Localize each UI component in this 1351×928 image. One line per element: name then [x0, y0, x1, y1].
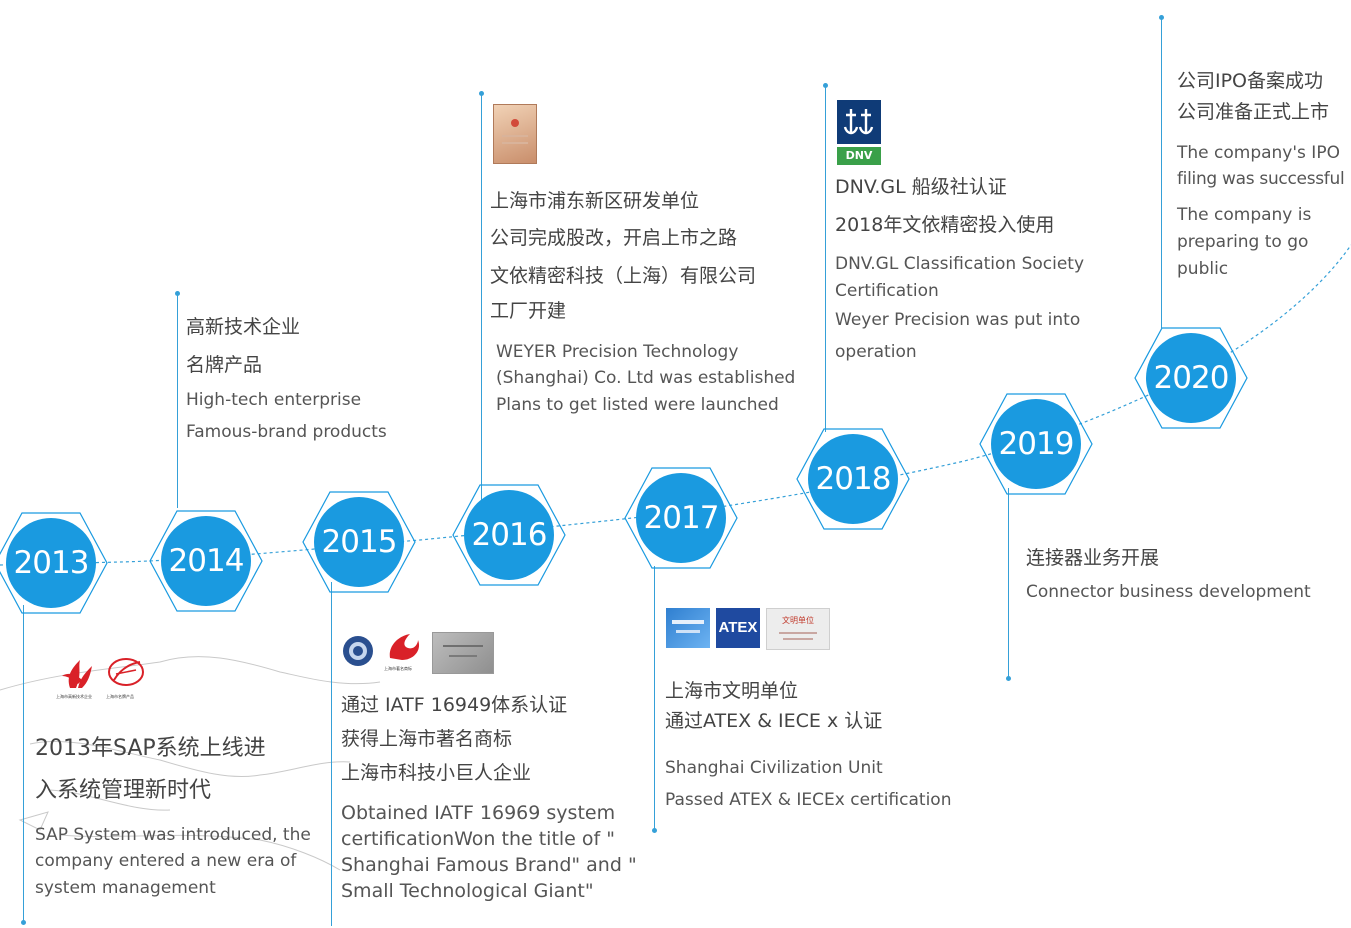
event-en-line: Passed ATEX & IECEx certification [665, 790, 952, 810]
event-en-line: DNV.GL Classification Society [835, 254, 1085, 274]
event-2018-text: DNV.GL 船级社认证 2018年文依精密投入使用 DNV.GL Classi… [835, 172, 1135, 368]
rnd-certificate-image [493, 104, 537, 164]
year-label: 2017 [643, 500, 720, 536]
year-label: 2018 [815, 461, 892, 497]
connector-line-2014 [177, 294, 178, 508]
connector-dot-2014 [175, 291, 180, 296]
event-en-line: Weyer Precision was put into [835, 310, 1081, 330]
connector-line-2020 [1161, 18, 1162, 328]
event-en-line: Small Technological Giant" [341, 880, 594, 902]
event-2017-text: 上海市文明单位 通过ATEX & IECE x 认证 Shanghai Civi… [665, 676, 985, 816]
logo-caption: 上海市名牌产品 [106, 694, 134, 699]
event-en-line: Shanghai Famous Brand" and " [341, 854, 637, 876]
event-en-line: preparing to go [1177, 232, 1309, 252]
event-en-line: Certification [835, 281, 939, 301]
connector-line-2016 [481, 94, 482, 512]
dnv-logo: DNV [837, 100, 881, 166]
event-en-line: SAP System was introduced, the [35, 825, 311, 845]
shanghai-famous-brand-logo: 上海市名牌产品 [106, 654, 148, 702]
year-label: 2016 [471, 517, 548, 553]
connector-dot-2017 [652, 828, 657, 833]
event-cn-line: 上海市浦东新区研发单位 [490, 190, 700, 212]
event-en-line: certificationWon the title of " [341, 828, 616, 850]
event-2020-text: 公司IPO备案成功 公司准备正式上市 The company's IPO fil… [1177, 66, 1351, 283]
giant-enterprise-plaque-image [432, 632, 494, 674]
iecex-logo [666, 608, 710, 648]
connector-line-2013 [23, 605, 24, 923]
connector-line-2019 [1008, 488, 1009, 678]
connector-dot-2018 [823, 83, 828, 88]
year-node-2017[interactable]: 2017 [623, 460, 739, 576]
event-en-line: filing was successful [1177, 169, 1345, 189]
event-2016-text: 上海市浦东新区研发单位 公司完成股改，开启上市之路 文依精密科技（上海）有限公司… [490, 183, 810, 418]
event-cn-line: 公司IPO备案成功 [1177, 70, 1324, 92]
event-cn-line: 2018年文依精密投入使用 [835, 214, 1055, 236]
event-en-line: Famous-brand products [186, 422, 387, 442]
event-cn-line: 2013年SAP系统上线进 [35, 736, 266, 761]
event-cn-line: 获得上海市著名商标 [341, 728, 513, 750]
logo-caption: DNV [837, 147, 881, 165]
event-en-line: (Shanghai) Co. Ltd was established [496, 368, 796, 389]
year-label: 2015 [321, 524, 398, 560]
connector-dot-2016 [479, 91, 484, 96]
logo-caption: ATEX [718, 619, 758, 636]
year-node-2015[interactable]: 2015 [301, 484, 417, 600]
shanghai-famous-trademark-logo: 上海市著名商标 [384, 630, 424, 672]
event-en-line: WEYER Precision Technology [496, 342, 739, 362]
event-en-line: operation [835, 342, 917, 362]
event-en-line: system management [35, 877, 216, 898]
event-cn-line: 名牌产品 [186, 354, 263, 376]
logo-caption: 上海市著名商标 [384, 666, 412, 671]
event-en-line: Obtained IATF 16969 system [341, 802, 616, 824]
event-cn-line: 高新技术企业 [186, 316, 301, 338]
connector-dot-2013 [21, 920, 26, 925]
event-en-line: The company's IPO [1177, 143, 1340, 163]
connector-dot-2019 [1006, 676, 1011, 681]
connector-line-2015 [331, 582, 332, 926]
event-2014-text: 高新技术企业 名牌产品 High-tech enterprise Famous-… [186, 308, 446, 448]
event-en-line: Connector business development [1026, 582, 1311, 602]
year-label: 2013 [13, 545, 90, 581]
civilization-unit-plaque-image: 文明单位 [766, 608, 830, 650]
event-en-line: Shanghai Civilization Unit [665, 758, 883, 778]
year-node-2016[interactable]: 2016 [451, 477, 567, 593]
event-cn-line: 上海市文明单位 [665, 680, 799, 702]
event-cn-line: 公司准备正式上市 [1177, 101, 1330, 123]
event-2019-text: 连接器业务开展 Connector business development [1026, 543, 1346, 605]
event-en-line: High-tech enterprise [186, 390, 362, 410]
year-node-2014[interactable]: 2014 [148, 503, 264, 619]
event-cn-line: 通过ATEX & IECE x 认证 [665, 710, 883, 732]
year-node-2013[interactable]: 2013 [0, 505, 109, 621]
logo-caption: 上海市高新技术企业 [56, 694, 92, 699]
logo-caption: 文明单位 [782, 616, 814, 625]
high-tech-enterprise-logo: 上海市高新技术企业 [56, 654, 98, 702]
atex-logo: ATEX [716, 608, 760, 648]
year-label: 2014 [168, 543, 245, 579]
event-cn-line: 公司完成股改，开启上市之路 [490, 227, 738, 249]
year-label: 2020 [1153, 360, 1230, 396]
event-en-line: company entered a new era of [35, 851, 297, 872]
event-cn-line: 文依精密科技（上海）有限公司 [490, 265, 757, 287]
event-en-line: public [1177, 259, 1229, 279]
year-node-2020[interactable]: 2020 [1133, 320, 1249, 436]
event-en-line: The company is [1177, 205, 1312, 225]
decorative-map-outline [0, 656, 381, 871]
connector-line-2018 [825, 86, 826, 432]
event-2015-text: 通过 IATF 16949体系认证 获得上海市著名商标 上海市科技小巨人企业 O… [341, 688, 661, 904]
event-cn-line: 入系统管理新时代 [35, 778, 212, 803]
year-node-2018[interactable]: 2018 [795, 421, 911, 537]
event-cn-line: 通过 IATF 16949体系认证 [341, 694, 568, 716]
event-cn-line: 上海市科技小巨人企业 [341, 762, 532, 784]
event-en-line: Plans to get listed were launched [496, 394, 779, 415]
connector-dot-2020 [1159, 15, 1164, 20]
connector-line-2017 [654, 566, 655, 830]
iatf-certification-logo [341, 634, 375, 668]
event-cn-line: 连接器业务开展 [1026, 547, 1160, 569]
event-cn-line: DNV.GL 船级社认证 [835, 176, 1007, 198]
event-2013-text: 2013年SAP系统上线进 入系统管理新时代 SAP System was in… [35, 728, 335, 901]
event-cn-line: 工厂开建 [490, 300, 567, 322]
year-label: 2019 [998, 426, 1075, 462]
year-node-2019[interactable]: 2019 [978, 386, 1094, 502]
